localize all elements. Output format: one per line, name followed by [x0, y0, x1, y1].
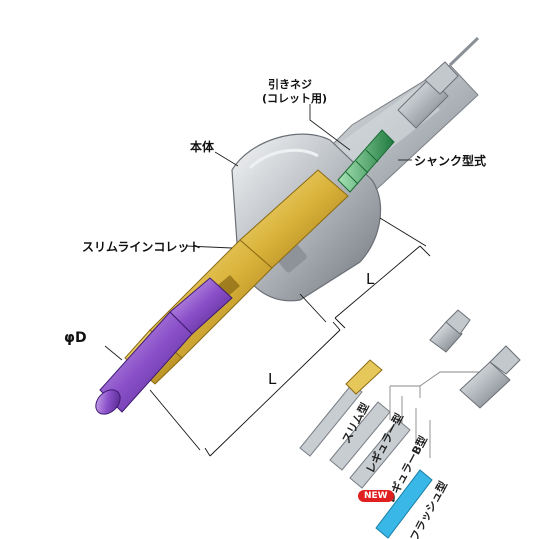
holder-thumb-1 — [429, 309, 471, 353]
pull-stud — [397, 36, 480, 129]
dimension-l-upper: L — [366, 270, 375, 288]
new-badge: NEW — [358, 490, 394, 502]
shank-type-label: シャンク型式 — [414, 154, 487, 168]
end-mill — [95, 277, 233, 415]
variant-thumb-slim — [299, 359, 383, 457]
variant-thumb-regular-b — [349, 419, 411, 489]
variant-thumb-regular — [329, 401, 391, 471]
holder-thumb-2 — [459, 345, 521, 409]
leader-lines — [104, 104, 412, 361]
slim-line-collet-label: スリムラインコレット — [82, 240, 202, 254]
phi-d-label: φD — [64, 330, 87, 346]
dimension-l-lower: L — [268, 370, 277, 388]
pull-stud-label: 引きネジ — [268, 78, 312, 91]
pull-stud-note: (コレット用) — [262, 92, 328, 105]
dimension-lines — [149, 217, 431, 457]
variant-thumb-flash — [375, 469, 433, 539]
draw-bolt — [337, 129, 395, 193]
body-label: 本体 — [190, 140, 215, 154]
